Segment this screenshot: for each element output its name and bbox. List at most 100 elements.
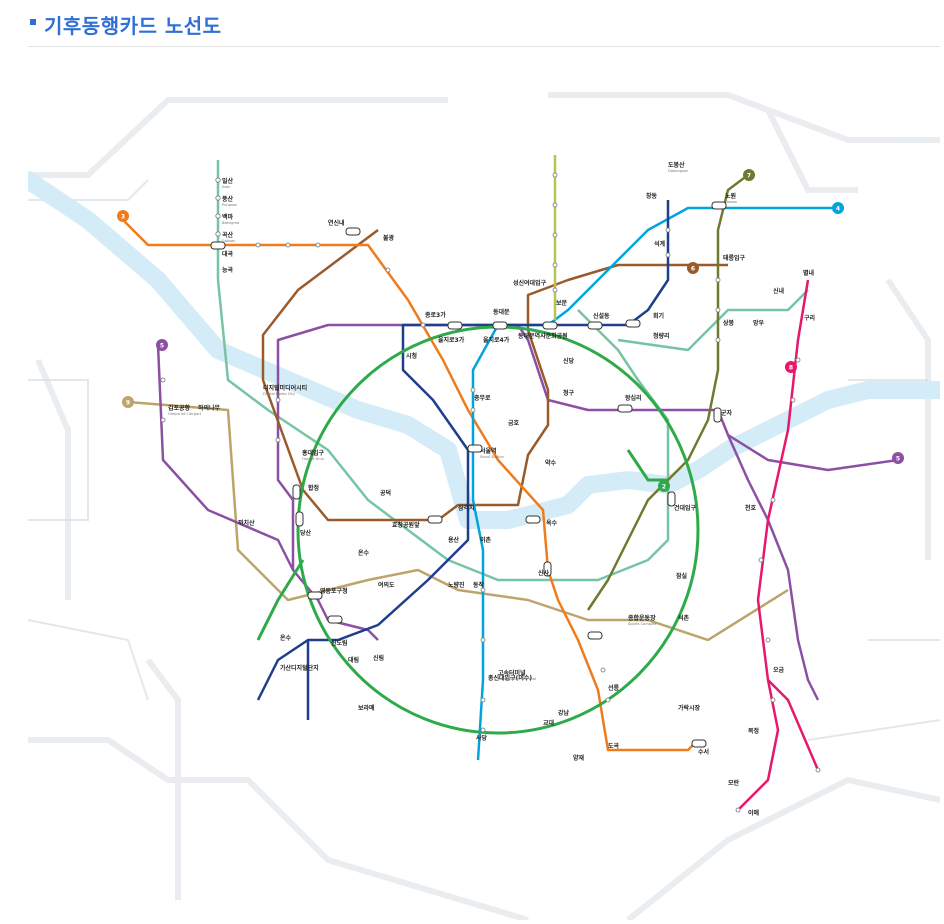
line5-badge-east: 5 <box>892 452 904 464</box>
svg-text:Express Bus Terminal: Express Bus Terminal <box>498 677 536 681</box>
station-label: 용산 <box>448 536 460 544</box>
station-label: 교대 <box>543 719 555 727</box>
line3-badge: 3 <box>117 210 129 222</box>
line9 <box>127 400 789 642</box>
station-label: 일산 <box>222 177 234 185</box>
svg-text:Nowon: Nowon <box>725 200 737 204</box>
svg-text:Dobongsan: Dobongsan <box>668 169 688 173</box>
station-label: 을지로4가 <box>483 336 510 344</box>
station-label: 가산디지털단지 <box>280 664 319 672</box>
station-label: 곡산 <box>222 231 234 239</box>
station-label: 신내 <box>773 287 785 295</box>
line7 <box>586 174 749 611</box>
station-label: 신도림 <box>331 639 348 647</box>
station-label: 을지로3가 <box>438 336 465 344</box>
station-label: 합정 <box>308 484 319 492</box>
svg-text:Gimpo Int'l Airport: Gimpo Int'l Airport <box>168 412 202 416</box>
station-label: 충무로 <box>474 394 491 402</box>
line2-branch-sinjeong <box>256 559 305 641</box>
station-label: 망우 <box>753 319 765 327</box>
station-label: 성신여대입구 <box>513 279 547 287</box>
svg-text:4: 4 <box>836 206 840 213</box>
station-label: 구리 <box>804 314 815 322</box>
station-label: 영등포구청 <box>320 587 348 595</box>
title-bullet-icon <box>30 19 36 25</box>
station-label: 효창공원앞 <box>392 521 420 529</box>
station-label: 왕십리 <box>625 394 642 402</box>
svg-text:5: 5 <box>160 343 164 350</box>
station-label: 동대문역사문화공원 <box>518 332 568 340</box>
han-river <box>19 171 944 529</box>
station-label: 온수 <box>358 549 370 557</box>
station-label: 이매 <box>748 809 760 817</box>
station-label: 군자 <box>721 409 733 417</box>
station-label: 별내 <box>803 269 815 277</box>
regular-stations <box>160 172 821 813</box>
subway-map[interactable]: 3 4 5 5 6 7 8 9 2 일산 풍산 백마 곡산 대곡 능곡 연신내 … <box>19 80 944 923</box>
gyeongui-line-east <box>617 289 809 352</box>
station-label: 강남 <box>558 709 570 717</box>
station-label: 신사 <box>538 569 550 577</box>
station-sublabels: Ilsan Pungsan Baengma Goksan Digital Med… <box>168 169 737 681</box>
svg-text:5: 5 <box>896 456 900 463</box>
station-label: 대곡 <box>222 250 234 258</box>
station-label: 사당 <box>476 734 488 742</box>
station-label: 금호 <box>508 419 520 427</box>
page-header: 기후동행카드 노선도 <box>28 6 940 47</box>
station-label: 약수 <box>545 459 557 467</box>
line5-center <box>276 323 820 701</box>
line8-badge: 8 <box>785 361 797 373</box>
svg-text:Pungsan: Pungsan <box>222 203 237 207</box>
station-label: 석계 <box>654 240 666 248</box>
background-network <box>28 92 941 923</box>
station-labels: 일산 풍산 백마 곡산 대곡 능곡 연신내 불광 디지털미디어시티 홍대입구 합… <box>168 161 815 817</box>
svg-text:Sports Complex: Sports Complex <box>628 622 657 626</box>
gyeongui-line <box>216 160 670 582</box>
subway-map-svg[interactable]: 3 4 5 5 6 7 8 9 2 일산 풍산 백마 곡산 대곡 능곡 연신내 … <box>19 80 944 923</box>
svg-text:Digital Media City: Digital Media City <box>263 392 296 396</box>
line6 <box>261 229 728 522</box>
station-label: 종로3가 <box>425 311 446 319</box>
line7-badge: 7 <box>743 169 755 181</box>
station-label: 종합운동장 <box>628 614 656 622</box>
line5-badge-west: 5 <box>156 339 168 351</box>
station-label: 수서 <box>698 748 709 756</box>
station-label: 불광 <box>383 234 395 242</box>
station-label: 태릉입구 <box>723 254 746 262</box>
interchange-stations <box>210 201 727 748</box>
station-label: 홍대입구 <box>302 449 325 457</box>
station-label: 모란 <box>728 779 740 787</box>
station-label: 보라매 <box>358 704 375 712</box>
station-label: 신설동 <box>593 312 610 320</box>
svg-text:7: 7 <box>747 173 751 180</box>
line8-east <box>767 679 820 771</box>
svg-text:8: 8 <box>789 365 793 372</box>
line9-badge: 9 <box>122 396 134 408</box>
station-label: 가락시장 <box>678 704 701 712</box>
station-label: 복정 <box>748 727 759 735</box>
station-label: 백마 <box>222 213 234 221</box>
svg-text:Hongik Univ.: Hongik Univ. <box>302 457 325 461</box>
station-label: 디지털미디어시티 <box>263 384 307 392</box>
line5-east-branch <box>727 433 899 472</box>
station-label: 연신내 <box>328 219 345 227</box>
station-label: 총신대입구(이수) <box>488 674 532 682</box>
svg-text:9: 9 <box>126 400 130 407</box>
station-label: 도봉산 <box>668 161 685 169</box>
line4-badge: 4 <box>832 202 844 214</box>
station-label: 이촌 <box>480 536 492 544</box>
station-label: 온수 <box>280 634 292 642</box>
line2-badge: 2 <box>658 480 670 492</box>
station-label: 하의나무 <box>198 404 221 412</box>
station-label: 동작 <box>473 581 485 589</box>
station-label: 창동 <box>646 192 658 200</box>
station-label: 잠실 <box>676 572 688 580</box>
svg-text:6: 6 <box>691 266 695 273</box>
station-label: 청구 <box>563 389 575 397</box>
station-label: 풍산 <box>222 195 234 203</box>
line2-branch-seongsu <box>626 449 668 482</box>
station-label: 까치산 <box>238 519 255 527</box>
svg-text:Seoul Station: Seoul Station <box>480 455 504 459</box>
station-label: 서울역 <box>480 447 497 455</box>
station-label: 석촌 <box>678 614 690 622</box>
